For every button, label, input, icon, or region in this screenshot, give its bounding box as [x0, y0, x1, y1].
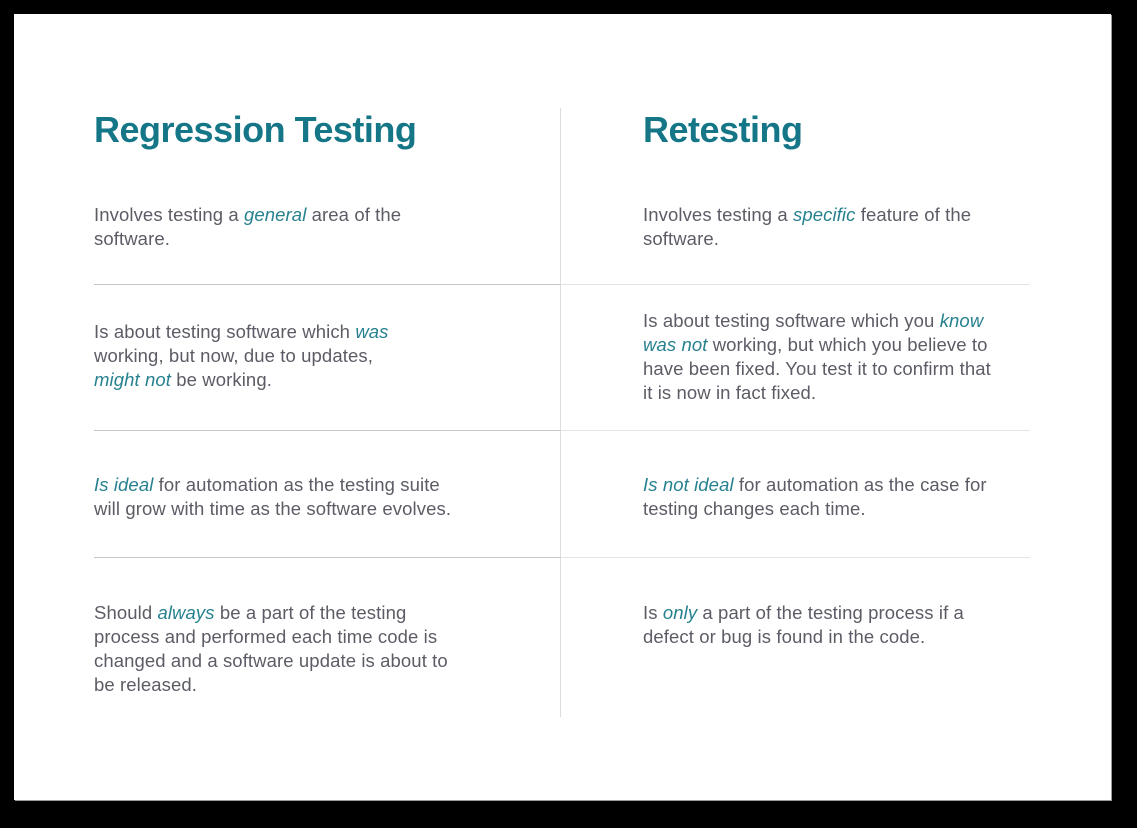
comparison-card: Regression Testing Retesting Involves te… — [14, 14, 1111, 800]
emphasized-text: general — [243, 204, 307, 225]
body-text: working, but which you believe to have b… — [643, 334, 991, 403]
body-text: Involves testing a — [643, 204, 793, 225]
emphasized-text: might not — [94, 369, 171, 390]
emphasized-text: Is ideal — [94, 474, 154, 495]
retesting-row-process: Is only a part of the testing process if… — [643, 601, 1073, 649]
emphasized-text: only — [662, 602, 698, 623]
body-text: feature of the software. — [643, 204, 972, 249]
body-text: Is — [643, 602, 663, 623]
body-text: Is about testing software which you — [643, 310, 940, 331]
row-divider-2 — [94, 430, 1030, 431]
body-text: be a part of the testing process and per… — [94, 602, 448, 695]
emphasized-text: know was not — [643, 310, 984, 355]
emphasized-text: was — [355, 321, 389, 342]
body-text: Is about testing software which — [94, 321, 356, 342]
column-title-regression-testing: Regression Testing — [94, 109, 417, 150]
retesting-row-purpose: Is about testing software which you know… — [643, 309, 1073, 405]
body-text: a part of the testing process if a defec… — [643, 602, 964, 647]
column-title-retesting: Retesting — [643, 109, 803, 150]
row-divider-1 — [94, 284, 1030, 285]
retesting-row-automation: Is not ideal for automation as the case … — [643, 473, 1073, 521]
row-divider-3 — [94, 557, 1030, 558]
emphasized-text: always — [157, 602, 215, 623]
body-text: Should — [94, 602, 158, 623]
body-text: area of the software. — [94, 204, 402, 249]
body-text: for automation as the case for testing c… — [643, 474, 987, 519]
emphasized-text: specific — [792, 204, 856, 225]
body-text: working, but now, due to updates, — [94, 345, 373, 366]
body-text: be working. — [171, 369, 272, 390]
body-text: Involves testing a — [94, 204, 244, 225]
emphasized-text: Is not ideal — [643, 474, 734, 495]
regression-row-automation: Is ideal for automation as the testing s… — [94, 473, 554, 521]
body-text: for automation as the testing suite will… — [94, 474, 452, 519]
column-divider — [560, 108, 561, 717]
regression-row-purpose: Is about testing software which was work… — [94, 320, 554, 392]
regression-row-scope: Involves testing a general area of the s… — [94, 203, 554, 251]
retesting-row-scope: Involves testing a specific feature of t… — [643, 203, 1073, 251]
regression-row-process: Should always be a part of the testing p… — [94, 601, 554, 697]
